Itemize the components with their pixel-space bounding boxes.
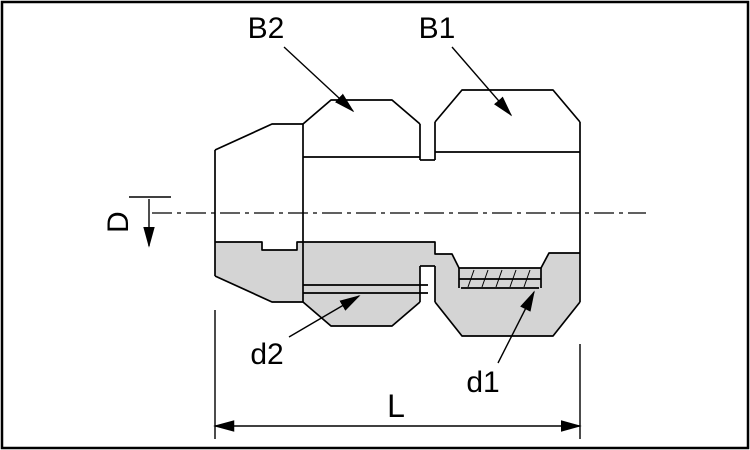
- sleeve-taper-top-edge: [214, 123, 303, 151]
- leader-line-b1: [451, 46, 513, 117]
- leader-line-b2: [283, 46, 355, 113]
- sleeve-taper-bottom-edge: [214, 275, 303, 303]
- part-outline: [214, 89, 581, 337]
- label-b2: B2: [248, 12, 285, 45]
- label-diameter-d: D: [102, 211, 135, 233]
- label-length-l: L: [387, 388, 405, 424]
- label-b1: B1: [419, 12, 456, 45]
- hex-b1-bottom-edge: [434, 301, 581, 337]
- leader-line-d2: [288, 295, 361, 338]
- thread-hatch-ticks: [467, 269, 531, 288]
- hex-b2-top-edge: [302, 99, 421, 125]
- bore-cavity: [215, 213, 580, 268]
- bore-profile-edge: [215, 241, 580, 269]
- hex-b1-top-edge: [434, 89, 581, 123]
- leader-line-d1: [497, 290, 535, 364]
- hex-b2-bottom-edge: [302, 301, 421, 327]
- label-d2: d2: [250, 338, 283, 371]
- label-d1: d1: [466, 366, 499, 399]
- dimension-lines: [129, 46, 582, 439]
